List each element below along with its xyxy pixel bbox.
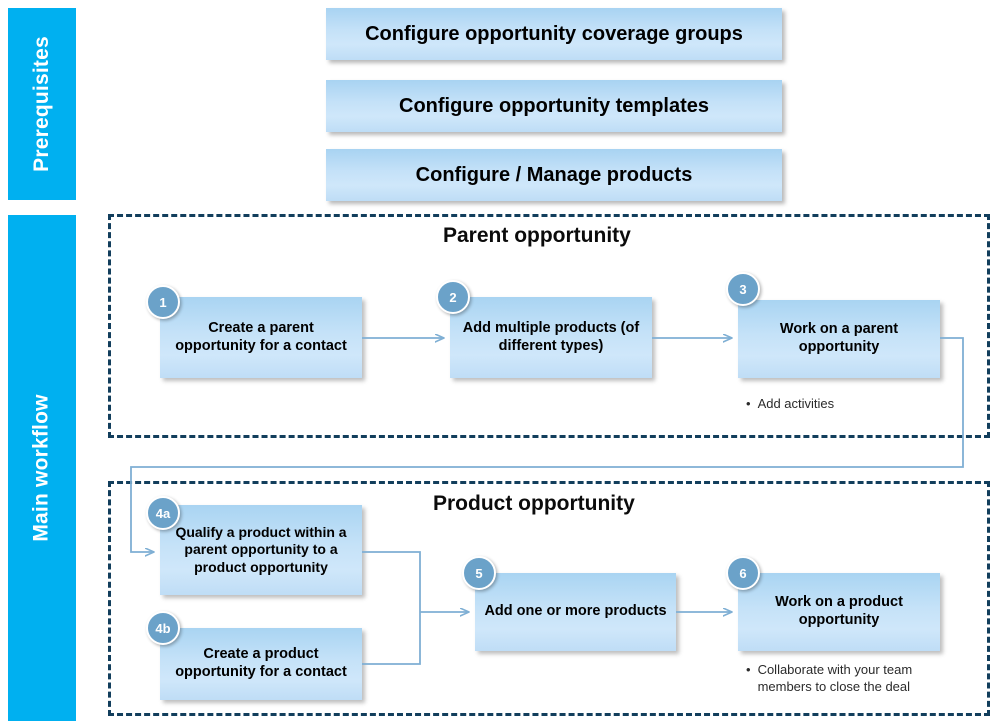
prerequisite-box-coverage-groups-label: Configure opportunity coverage groups: [365, 23, 743, 45]
step-badge-1: 1: [146, 285, 180, 319]
step-box-4a-label: Qualify a product within a parent opport…: [175, 524, 347, 575]
step-box-5-label: Add one or more products: [484, 603, 667, 620]
step-badge-5: 5: [462, 556, 496, 590]
note-collaborate: • Collaborate with your team members to …: [746, 661, 921, 696]
step-box-2[interactable]: Add multiple products (of different type…: [450, 297, 652, 378]
bullet-icon: •: [746, 662, 751, 677]
step-box-5[interactable]: Add one or more products: [475, 573, 676, 651]
band-main-workflow-label: Main workflow: [30, 394, 53, 542]
note-collaborate-text: Collaborate with your team members to cl…: [757, 662, 913, 695]
group-product-opportunity-title: Product opportunity: [433, 492, 635, 515]
step-box-1-label: Create a parent opportunity for a contac…: [175, 319, 347, 354]
prerequisite-box-coverage-groups[interactable]: Configure opportunity coverage groups: [326, 8, 782, 60]
step-badge-3: 3: [726, 272, 760, 306]
step-box-1[interactable]: Create a parent opportunity for a contac…: [160, 297, 362, 378]
step-box-3-label: Work on a parent opportunity: [779, 321, 899, 355]
band-prerequisites: Prerequisites: [8, 8, 76, 200]
step-box-4a[interactable]: Qualify a product within a parent opport…: [160, 505, 362, 595]
step-box-4b[interactable]: Create a product opportunity for a conta…: [160, 628, 362, 700]
bullet-icon: •: [746, 396, 751, 411]
prerequisite-box-products-label: Configure / Manage products: [415, 164, 693, 186]
step-box-3[interactable]: Work on a parent opportunity: [738, 300, 940, 378]
prerequisite-box-products[interactable]: Configure / Manage products: [326, 149, 782, 201]
note-add-activities: • Add activities: [746, 395, 946, 412]
step-badge-4a: 4a: [146, 496, 180, 530]
band-prerequisites-label: Prerequisites: [30, 36, 54, 172]
step-badge-6: 6: [726, 556, 760, 590]
step-badge-2: 2: [436, 280, 470, 314]
step-box-4b-label: Create a product opportunity for a conta…: [175, 646, 347, 680]
note-add-activities-text: Add activities: [757, 396, 835, 411]
step-box-6[interactable]: Work on a product opportunity: [738, 573, 940, 651]
band-main-workflow: Main workflow: [8, 215, 76, 721]
prerequisite-box-templates[interactable]: Configure opportunity templates: [326, 80, 782, 132]
step-box-2-label: Add multiple products (of different type…: [462, 319, 640, 354]
prerequisite-box-templates-label: Configure opportunity templates: [399, 95, 709, 117]
step-badge-4b: 4b: [146, 611, 180, 645]
group-parent-opportunity-title: Parent opportunity: [443, 224, 631, 247]
step-box-6-label: Work on a product opportunity: [775, 594, 903, 628]
